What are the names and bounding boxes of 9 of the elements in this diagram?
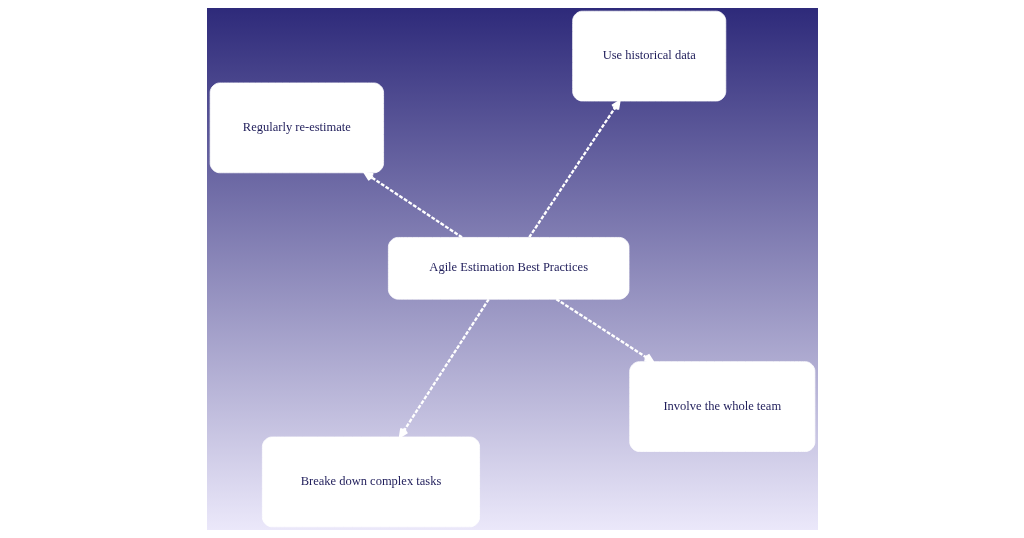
node-box: Involve the whole team: [628, 361, 815, 452]
node-box: Regularly re-estimate: [209, 82, 384, 174]
arrow: [555, 298, 654, 363]
arrow: [527, 100, 621, 238]
arrow: [363, 171, 463, 239]
arrow: [398, 298, 490, 438]
node-box: Agile Estimation Best Practices: [387, 237, 629, 300]
node-box: Breake down complex tasks: [261, 436, 480, 528]
node-box: Use historical data: [571, 10, 726, 102]
